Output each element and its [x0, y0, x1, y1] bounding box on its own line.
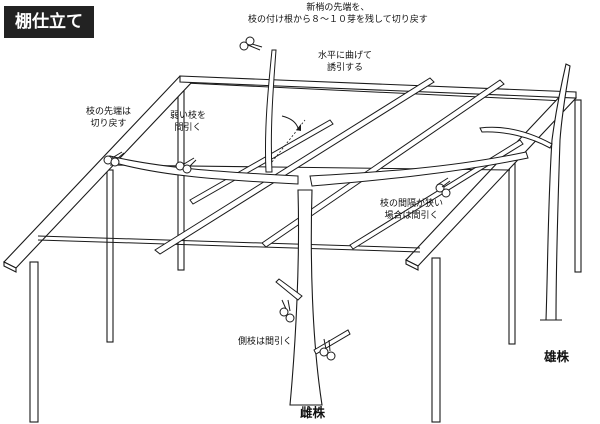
label-side-branch: 側枝は間引く [238, 337, 293, 347]
title-badge: 棚仕立て [4, 6, 94, 38]
label-weak-line1: 弱い枝を [170, 111, 207, 121]
post-cap-right [405, 259, 419, 271]
post-cap-left [3, 261, 17, 273]
cordon-right [309, 151, 529, 187]
label-shoot-tip-line1: 新梢の先端を、 [306, 3, 370, 13]
label-female-tree: 雌株 [300, 405, 326, 420]
beam-back [179, 75, 577, 99]
label-shoot-tip-line2: 枝の付け根から８～１０芽を残して切り戻す [248, 15, 428, 25]
label-narrow-line2: 場合は間引く [384, 211, 439, 221]
pruning-shears-icon [319, 338, 336, 361]
post-back-right [574, 99, 582, 273]
pruning-shears-icon [103, 151, 125, 167]
label-branch-tip-line2: 切り戻す [90, 119, 127, 129]
pruning-shears-icon [435, 177, 451, 198]
new-shoot [264, 49, 277, 173]
post-mid-right [508, 161, 516, 345]
cordon-left [109, 155, 299, 185]
label-weak-line2: 間引く [174, 123, 202, 133]
post-mid-left [106, 169, 114, 343]
label-branch-tip-line1: 枝の先端は [86, 107, 132, 117]
label-bend-horizontal: 水平に曲げて 誘引する [318, 50, 372, 74]
male-trunk [540, 63, 571, 321]
cane-2 [261, 79, 505, 248]
post-front-right [431, 257, 441, 423]
arrow-icon [281, 115, 299, 129]
arrow-head-icon [296, 124, 301, 131]
label-weak-branch: 弱い枝を 間引く [170, 110, 206, 134]
post-front-left [29, 261, 39, 423]
side-branch-1 [275, 278, 303, 301]
pruning-shears-icon [175, 157, 197, 174]
label-bend-line1: 水平に曲げて [318, 51, 373, 61]
male-branch [479, 126, 553, 149]
label-male-tree: 雄株 [544, 349, 570, 364]
front-wire-2 [37, 239, 421, 253]
pruning-shears-icon [279, 299, 295, 323]
back-wire-2 [184, 82, 566, 102]
side-branch-2 [313, 329, 351, 355]
label-narrow-spacing: 枝の間隔が狭い 場合は間引く [380, 198, 443, 222]
label-shoot-tip: 新梢の先端を、 枝の付け根から８～１０芽を残して切り戻す [248, 2, 428, 26]
pruning-shears-icon [239, 36, 263, 51]
cane-4 [189, 119, 334, 205]
label-branch-tip: 枝の先端は 切り戻す [86, 106, 131, 130]
label-bend-line2: 誘引する [327, 63, 364, 73]
cane-1 [154, 77, 435, 255]
label-narrow-line1: 枝の間隔が狭い [380, 199, 444, 209]
